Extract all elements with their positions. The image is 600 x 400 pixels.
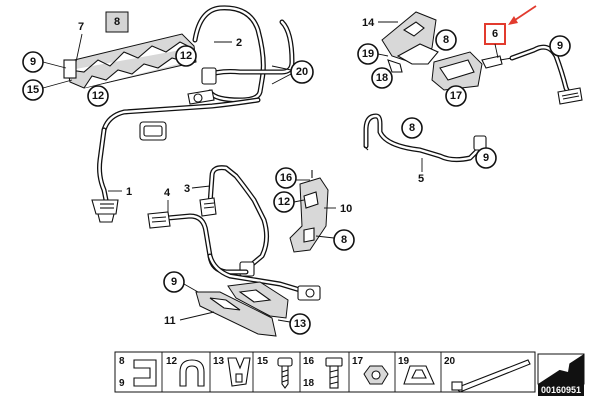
legend-8-label: 8 [119,356,125,367]
callout-17-circle [445,85,467,107]
callout-9-label: 9 [30,56,36,68]
callout-18-circle [371,67,393,89]
callout-18-label: 18 [376,72,388,84]
sensor-4-wire [147,211,321,301]
callout-6-label: 6 [492,28,498,40]
callout-9-label-d: 9 [171,276,177,288]
callout-8-label-b: 8 [443,34,449,46]
callout-17-label: 17 [450,90,462,102]
callout-9-circle-d [163,271,185,293]
callout-8-square [105,11,129,33]
callout-2-label: 2 [236,37,242,49]
callout-9-label-b: 9 [557,40,563,52]
legend-17-label: 17 [352,356,364,367]
legend-13-label: 13 [213,356,225,367]
spring-clip-icon [403,365,435,385]
callout-4-label: 4 [164,187,171,199]
callout-16-circle [275,167,297,189]
callout-8-label-d: 8 [341,234,347,246]
cable-holder-icon [179,359,205,387]
callout-16-label: 16 [280,172,292,184]
callout-13-circle [289,313,311,335]
callout-9-circle-b [549,35,571,57]
callout-13-label: 13 [294,318,306,330]
nut-icon [363,365,389,385]
legend-19-label: 19 [398,356,410,367]
callout-5-label: 5 [418,173,424,185]
callout-7-label: 7 [78,21,84,33]
callout-12-label-b: 12 [180,50,192,62]
callout-9-circle-c [475,147,497,169]
legend-20-label: 20 [444,356,456,367]
figure-id: 00160951 [541,385,581,395]
callout-12-label-a: 12 [92,90,104,102]
callout-20-label: 20 [296,66,308,78]
bracket-7-illustration [63,33,197,89]
callout-14-label: 14 [362,17,375,29]
callout-11-label: 11 [164,315,176,327]
sensor-2-wire [187,5,295,105]
sensor-6-wire [509,44,583,105]
cable-tie-icon [451,359,531,393]
highlight-arrow-icon [508,5,537,25]
diagram-corner-arrow-icon [537,353,585,385]
callout-8-label: 8 [114,16,120,28]
callout-15-label: 15 [27,84,39,96]
bolt-icon [325,357,343,389]
callout-1-label: 1 [126,186,132,198]
control-unit-illustration [381,11,513,91]
callout-8-circle-b [435,29,457,51]
legend-15-label: 15 [257,356,269,367]
callout-19-label: 19 [362,48,374,60]
legend-12-label: 12 [166,356,178,367]
bracket-10-illustration [289,170,329,253]
sensor-1-wire [91,97,261,223]
callout-15-circle [22,79,44,101]
callout-8-label-c: 8 [409,122,415,134]
wire-5-illustration [363,113,487,163]
screw-icon [277,357,293,389]
callout-3-label: 3 [184,183,190,195]
bracket-11-illustration [195,281,289,337]
callout-12-circle-a [87,85,109,107]
callout-8-circle-c [401,117,423,139]
callout-8-circle-d [333,229,355,251]
callout-12-label-c: 12 [278,196,290,208]
callout-10-label: 10 [340,203,352,215]
clip-icon [133,359,157,387]
parts-legend: 8 9 12 13 15 16 18 [114,351,585,396]
callout-9-label-c: 9 [483,152,489,164]
legend-9-label: 9 [119,378,125,389]
clamp-icon [227,357,251,387]
callout-20-circle [290,60,314,84]
legend-16-label: 16 [303,356,315,367]
legend-18-label: 18 [303,378,315,389]
callout-12-circle-b [175,45,197,67]
